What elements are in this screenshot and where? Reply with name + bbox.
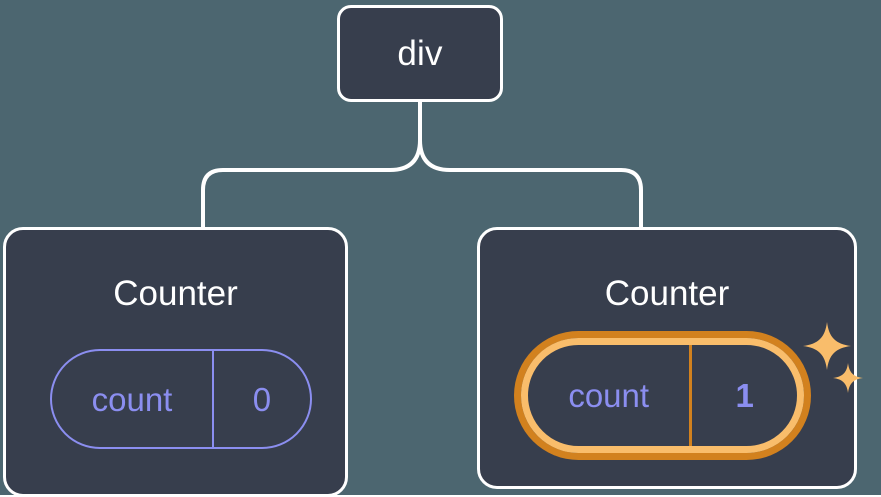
state-value-right: 1 — [689, 345, 797, 446]
node-div[interactable]: div — [337, 5, 503, 102]
node-counter-left[interactable]: Counter count 0 — [3, 227, 348, 497]
node-counter-right-title: Counter — [604, 274, 730, 313]
state-value-left: 0 — [211, 351, 310, 447]
state-pill-right[interactable]: count 1 — [521, 338, 804, 453]
node-counter-right[interactable]: Counter count 1 — [477, 227, 863, 489]
sparkle-small-icon — [833, 363, 863, 393]
connector-branch-right — [418, 138, 643, 229]
connector-branch-left — [201, 138, 422, 229]
sparkle-large-icon — [803, 322, 851, 370]
state-pill-left[interactable]: count 0 — [50, 349, 312, 449]
state-key-right: count — [568, 377, 650, 414]
state-key-left: count — [91, 380, 173, 418]
node-counter-left-title: Counter — [113, 274, 238, 313]
node-div-label: div — [397, 34, 443, 73]
